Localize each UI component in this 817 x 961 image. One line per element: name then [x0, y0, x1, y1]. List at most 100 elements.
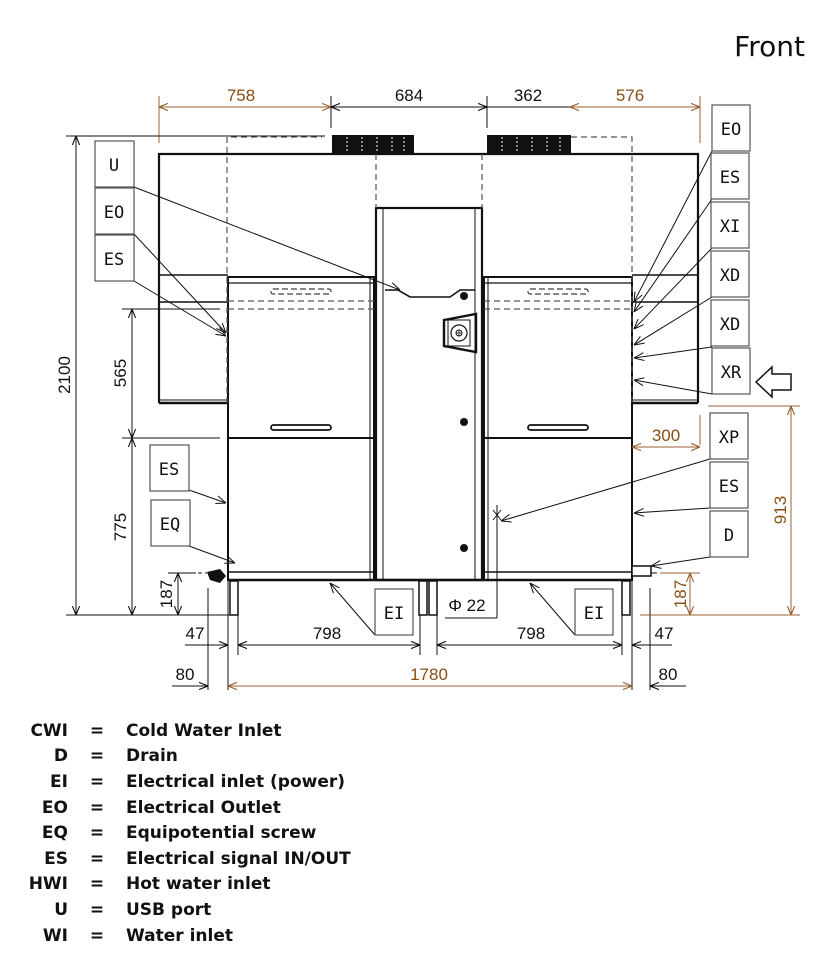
legend-desc: Electrical signal IN/OUT [126, 848, 351, 869]
svg-text:EO: EO [721, 120, 741, 140]
top-vent-left [332, 135, 414, 154]
legend-desc: Equipotential screw [126, 823, 317, 844]
svg-text:EO: EO [104, 203, 124, 223]
legend-row: D=Drain [18, 744, 351, 770]
tag-electrical-inlet-right: EI [574, 588, 614, 636]
equipotential-screw-icon [198, 569, 226, 583]
svg-text:ES: ES [104, 250, 124, 270]
tag-xd-upper: XD [710, 250, 750, 298]
svg-text:XD: XD [720, 266, 740, 286]
legend-code: EI [50, 771, 68, 792]
dim-187-right: 187 [671, 580, 690, 608]
door-handle-right [527, 424, 589, 431]
dimension-labels: 758 684 362 576 2100 565 775 187 187 913… [55, 86, 790, 684]
svg-text:ES: ES [159, 460, 179, 480]
tag-drain: D [709, 510, 749, 558]
legend-desc: Electrical Outlet [126, 797, 281, 818]
dim-775: 775 [111, 513, 130, 541]
dim-80-left: 80 [176, 665, 195, 684]
tag-xp: XP [709, 412, 749, 460]
dimensions [66, 96, 800, 690]
arrow-left-icon [754, 365, 792, 399]
svg-text:EI: EI [584, 604, 604, 624]
svg-text:EQ: EQ [160, 515, 180, 535]
tag-electrical-signal-right-lower: ES [709, 461, 749, 509]
dim-187-left: 187 [157, 580, 176, 608]
svg-text:ES: ES [720, 168, 740, 188]
legend-code: D [53, 746, 68, 767]
legend-eq: = [89, 874, 105, 895]
dim-47-left: 47 [186, 624, 205, 643]
dim-47-right: 47 [655, 624, 674, 643]
legend-code: EQ [41, 823, 68, 844]
top-vent-right [487, 135, 571, 154]
control-panel [442, 292, 478, 552]
legend-row: EQ = Equipotential screw [18, 820, 351, 846]
svg-text:ES: ES [719, 477, 739, 497]
dim-1780: 1780 [410, 665, 448, 684]
svg-text:XI: XI [720, 217, 740, 237]
drain-pipe [631, 565, 680, 577]
legend-eq: = [89, 848, 105, 869]
legend-code: ES [44, 848, 68, 869]
legend-eq: = [89, 771, 105, 792]
legend-desc: Drain [126, 746, 178, 767]
tag-xr: XR [711, 347, 751, 395]
legend-code: WI [42, 925, 68, 946]
svg-text:XR: XR [721, 363, 742, 383]
tag-electrical-signal-left-upper: ES [94, 234, 135, 282]
legend-code: CWI [30, 720, 68, 741]
tag-electrical-outlet-right: EO [711, 104, 751, 152]
dim-300: 300 [652, 426, 680, 445]
tag-usb-port: U [94, 140, 135, 188]
tag-xi: XI [710, 201, 750, 249]
leader-lines [133, 150, 713, 636]
legend-row: U = USB port [18, 897, 351, 923]
usb-port-panel-icon [442, 312, 478, 354]
dim-798-left: 798 [313, 624, 341, 643]
legend-desc: Electrical inlet (power) [126, 771, 346, 792]
legend-desc: Cold Water Inlet [126, 720, 282, 741]
dim-80-right: 80 [659, 665, 678, 684]
hidden-lines [226, 136, 633, 403]
legend-eq: = [89, 823, 105, 844]
dim-684: 684 [395, 86, 423, 105]
door-handle-left [270, 424, 332, 431]
svg-text:EI: EI [384, 604, 404, 624]
legend-row: WI = Water inlet [18, 923, 351, 949]
legend-row: EO = Electrical Outlet [18, 795, 351, 821]
dim-758: 758 [227, 86, 255, 105]
legend-code: U [54, 899, 68, 920]
dim-362: 362 [514, 86, 542, 105]
legend-eq: = [89, 925, 105, 946]
dim-798-right: 798 [517, 624, 545, 643]
dim-pipe-diameter: Φ 22 [448, 596, 485, 615]
legend-desc: Hot water inlet [126, 874, 271, 895]
tag-boxes: U EO ES ES EQ EO ES XI XD XD XR XP ES D … [94, 104, 751, 636]
legs [229, 580, 631, 616]
legend-row: ES = Electrical signal IN/OUT [18, 846, 351, 872]
svg-text:XD: XD [720, 315, 740, 335]
legend-row: HWI = Hot water inlet [18, 872, 351, 898]
legend-row: EI = Electrical inlet (power) [18, 769, 351, 795]
tag-equipotential-screw: EQ [150, 499, 191, 547]
legend-code: EO [41, 797, 68, 818]
legend-eq: = [89, 720, 105, 741]
legend-eq: = [89, 797, 105, 818]
tag-electrical-outlet-left: EO [94, 187, 135, 235]
svg-text:XP: XP [719, 428, 739, 448]
svg-text:U: U [109, 156, 119, 176]
view-title: Front [734, 30, 805, 63]
legend-eq: = [89, 899, 105, 920]
legend-code: HWI [28, 874, 68, 895]
machine-body [157, 152, 700, 582]
tag-electrical-signal-right-upper: ES [710, 152, 750, 200]
tag-xd-lower: XD [710, 299, 750, 347]
dim-913: 913 [771, 496, 790, 524]
dim-2100: 2100 [55, 356, 74, 394]
legend-desc: Water inlet [126, 925, 233, 946]
legend-desc: USB port [126, 899, 212, 920]
tag-electrical-signal-left-lower: ES [149, 444, 190, 492]
